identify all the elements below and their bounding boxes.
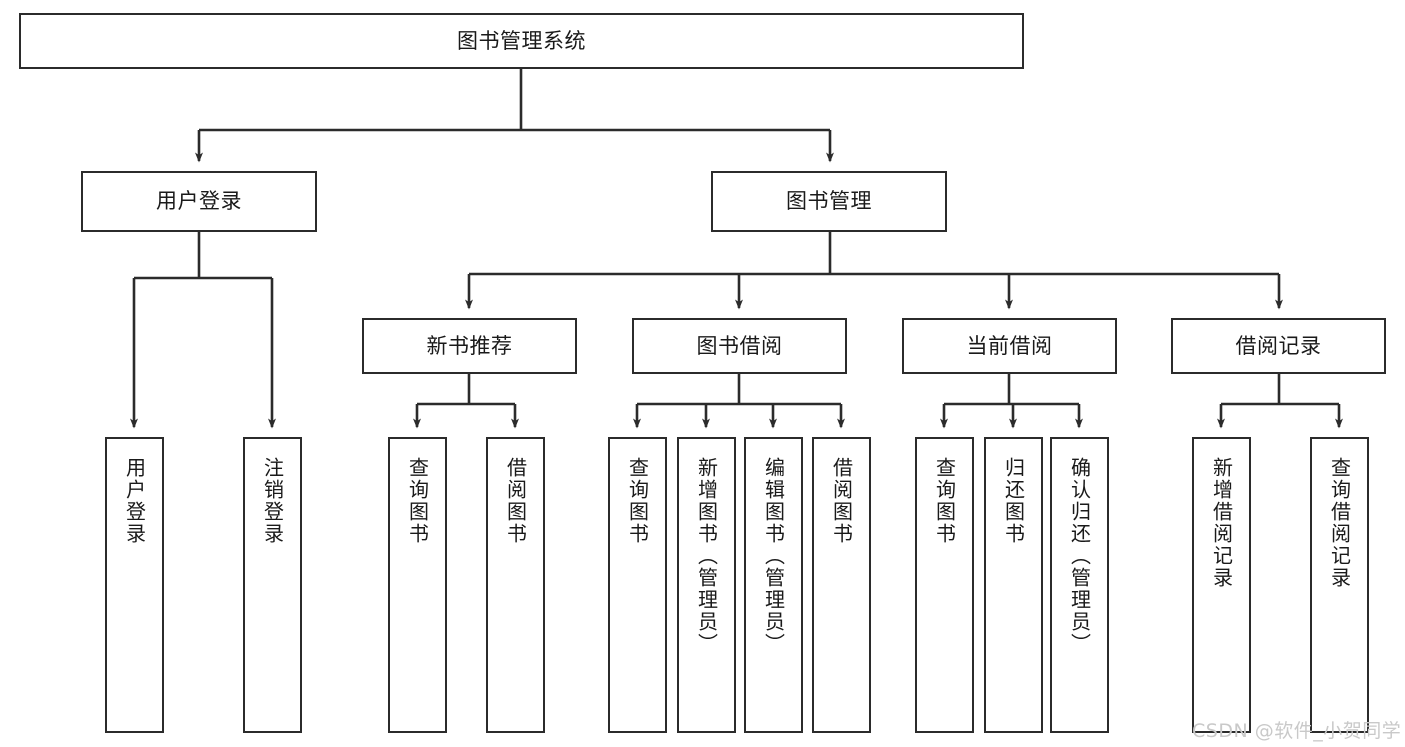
csdn-watermark: CSDN @软件_小贺同学 <box>1192 720 1402 742</box>
node-leaf-confirm-return[interactable]: 确认归还（管理员） <box>1050 437 1109 733</box>
node-leaf-query-book-3-label: 查询图书 <box>932 457 957 545</box>
node-book-borrow-label: 图书借阅 <box>696 333 783 358</box>
node-borrow-record[interactable]: 借阅记录 <box>1171 318 1386 374</box>
node-current-borrow-label: 当前借阅 <box>966 333 1053 358</box>
node-leaf-query-book-2-label: 查询图书 <box>625 457 650 545</box>
node-leaf-add-record-label: 新增借阅记录 <box>1209 457 1234 589</box>
node-borrow-record-label: 借阅记录 <box>1235 333 1322 358</box>
node-leaf-add-book[interactable]: 新增图书（管理员） <box>677 437 736 733</box>
node-leaf-edit-book-label: 编辑图书（管理员） <box>761 457 786 655</box>
node-leaf-borrow-book-1-label: 借阅图书 <box>503 457 528 545</box>
node-user-login[interactable]: 用户登录 <box>81 171 317 232</box>
node-leaf-return-book[interactable]: 归还图书 <box>984 437 1043 733</box>
node-leaf-query-record-label: 查询借阅记录 <box>1327 457 1352 589</box>
node-leaf-add-book-label: 新增图书（管理员） <box>694 457 719 655</box>
node-leaf-query-book-2[interactable]: 查询图书 <box>608 437 667 733</box>
node-leaf-add-record[interactable]: 新增借阅记录 <box>1192 437 1251 733</box>
node-current-borrow[interactable]: 当前借阅 <box>902 318 1117 374</box>
node-leaf-borrow-book-2[interactable]: 借阅图书 <box>812 437 871 733</box>
node-new-book-rec[interactable]: 新书推荐 <box>362 318 577 374</box>
node-new-book-rec-label: 新书推荐 <box>426 333 513 358</box>
node-user-login-label: 用户登录 <box>156 189 242 214</box>
node-leaf-edit-book[interactable]: 编辑图书（管理员） <box>744 437 803 733</box>
node-leaf-user-logout[interactable]: 注销登录 <box>243 437 302 733</box>
node-root[interactable]: 图书管理系统 <box>19 13 1024 69</box>
node-root-label: 图书管理系统 <box>457 28 586 53</box>
node-leaf-query-book-1[interactable]: 查询图书 <box>388 437 447 733</box>
node-leaf-return-book-label: 归还图书 <box>1001 457 1026 545</box>
node-leaf-borrow-book-2-label: 借阅图书 <box>829 457 854 545</box>
node-leaf-query-record[interactable]: 查询借阅记录 <box>1310 437 1369 733</box>
node-leaf-user-logout-label: 注销登录 <box>260 457 285 545</box>
node-book-manage-label: 图书管理 <box>786 189 872 214</box>
node-leaf-borrow-book-1[interactable]: 借阅图书 <box>486 437 545 733</box>
node-leaf-user-login[interactable]: 用户登录 <box>105 437 164 733</box>
node-leaf-query-book-1-label: 查询图书 <box>405 457 430 545</box>
node-leaf-confirm-return-label: 确认归还（管理员） <box>1067 457 1092 655</box>
node-book-manage[interactable]: 图书管理 <box>711 171 947 232</box>
node-book-borrow[interactable]: 图书借阅 <box>632 318 847 374</box>
node-leaf-user-login-label: 用户登录 <box>122 457 147 545</box>
node-leaf-query-book-3[interactable]: 查询图书 <box>915 437 974 733</box>
